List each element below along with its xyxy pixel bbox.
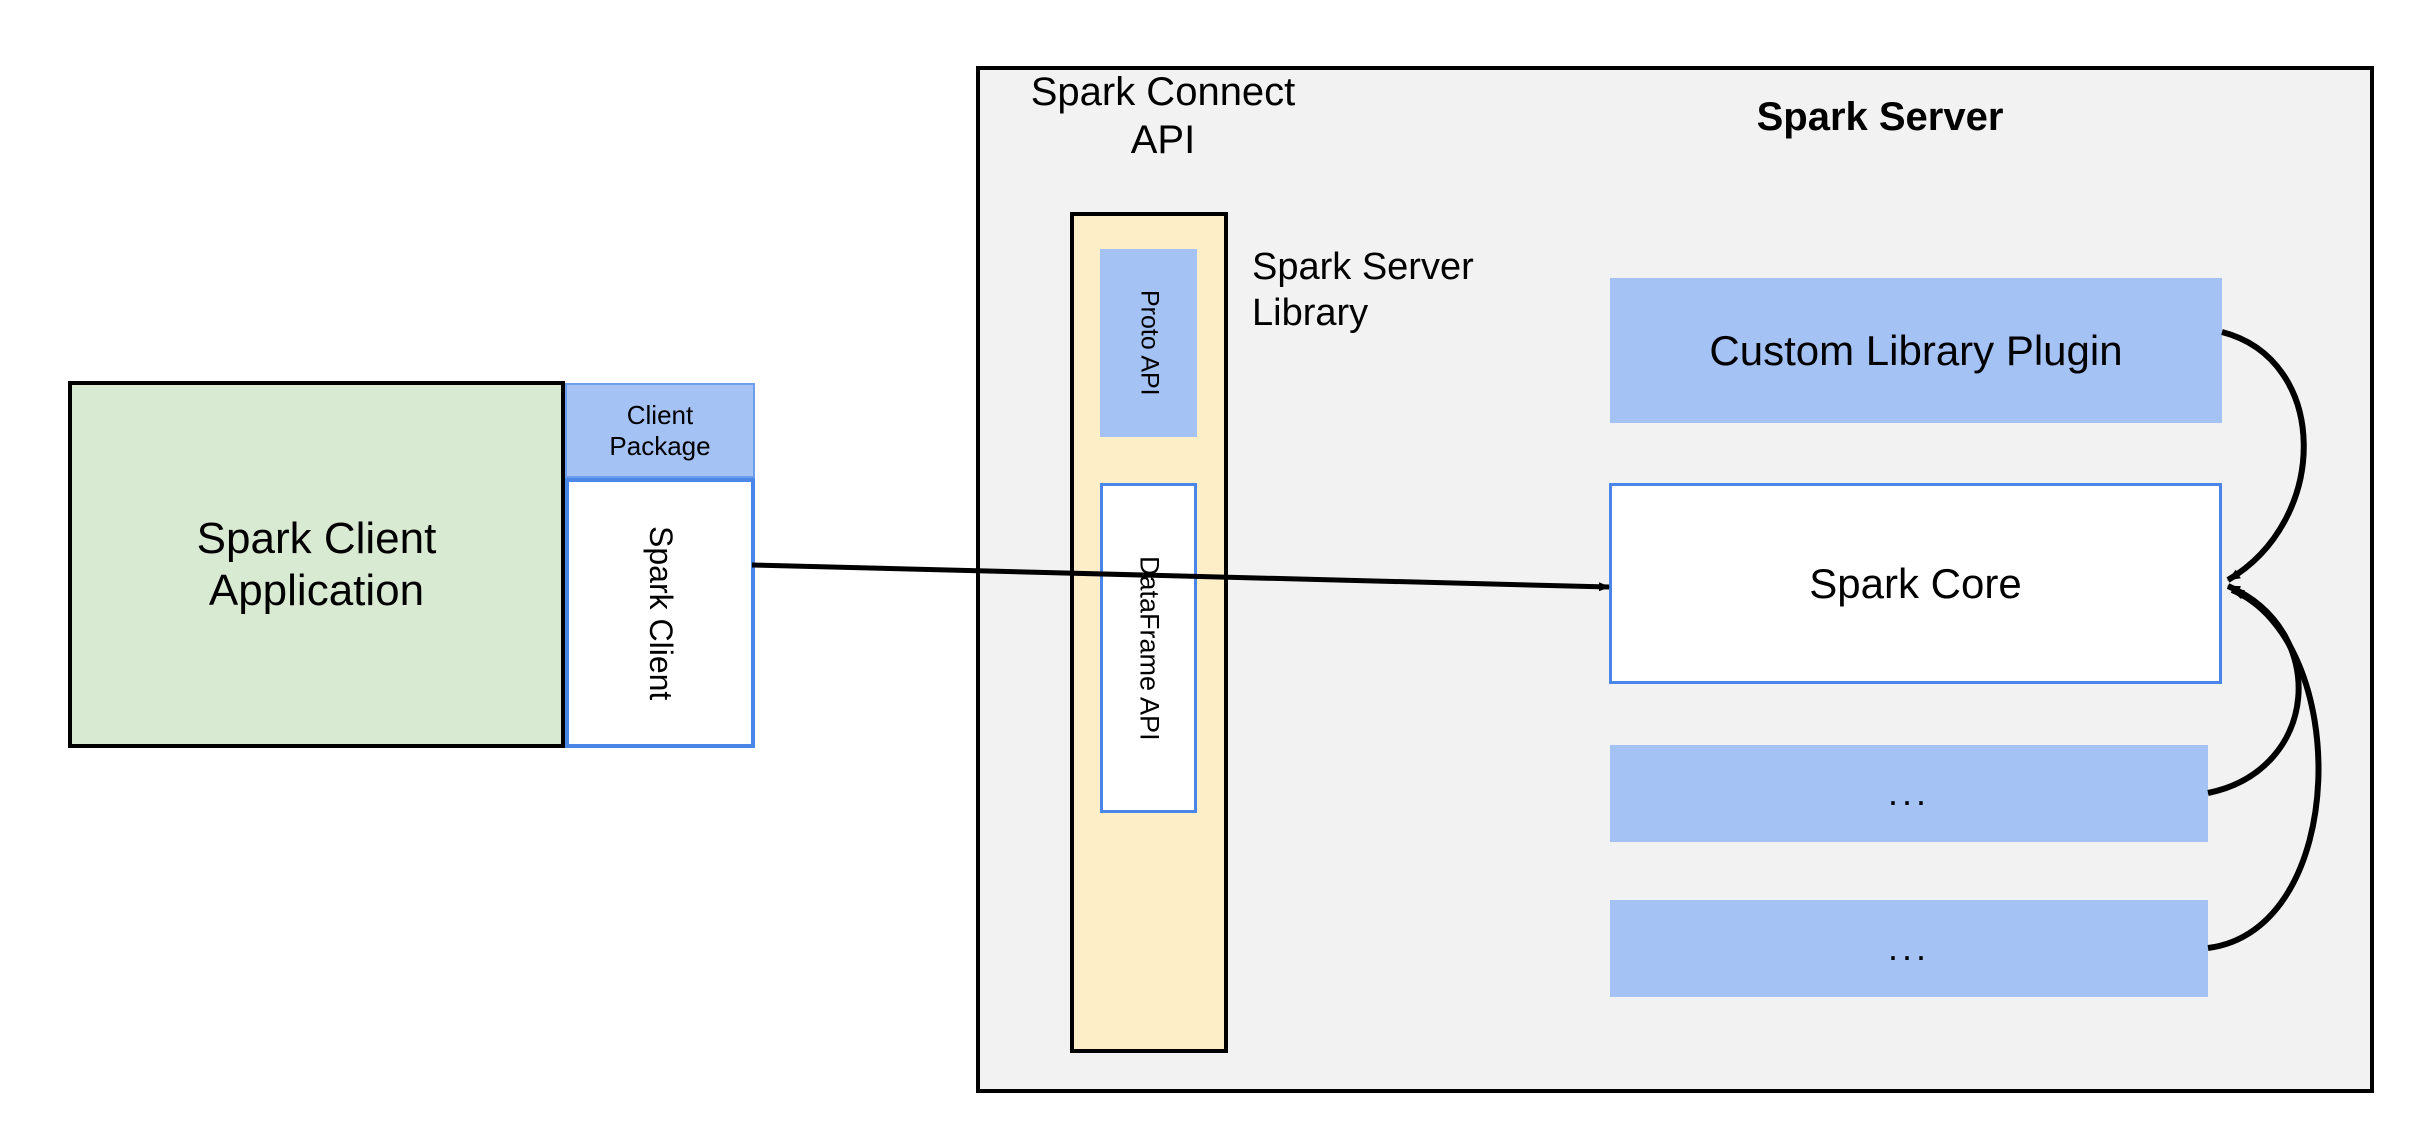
spark-client-application-label: Spark Client Application xyxy=(196,513,437,615)
spark-client-box[interactable]: Spark Client xyxy=(565,478,755,748)
dataframe-api-label: DataFrame API xyxy=(1134,555,1165,741)
client-package-box[interactable]: Client Package xyxy=(565,383,755,478)
ellipsis-box-2-label: ... xyxy=(1887,927,1930,969)
custom-library-plugin-label: Custom Library Plugin xyxy=(1709,326,2123,374)
spark-core-box[interactable]: Spark Core xyxy=(1609,483,2222,684)
ellipsis-box-1-label: ... xyxy=(1887,772,1930,814)
ellipsis-box-1[interactable]: ... xyxy=(1610,745,2208,842)
proto-api-box[interactable]: Proto API xyxy=(1100,249,1197,437)
ellipsis-box-2[interactable]: ... xyxy=(1610,900,2208,997)
spark-core-label: Spark Core xyxy=(1809,559,2022,607)
client-package-label: Client Package xyxy=(609,399,711,461)
spark-client-label: Spark Client xyxy=(642,525,679,701)
spark-server-library-label: Spark Server Library xyxy=(1252,246,1474,334)
spark-client-application-box[interactable]: Spark Client Application xyxy=(68,381,565,748)
proto-api-label: Proto API xyxy=(1135,290,1164,396)
dataframe-api-box[interactable]: DataFrame API xyxy=(1100,483,1197,813)
spark-server-title: Spark Server xyxy=(1756,95,2004,139)
custom-library-plugin-box[interactable]: Custom Library Plugin xyxy=(1610,278,2222,423)
spark-connect-api-label: Spark Connect API xyxy=(1030,70,1296,162)
